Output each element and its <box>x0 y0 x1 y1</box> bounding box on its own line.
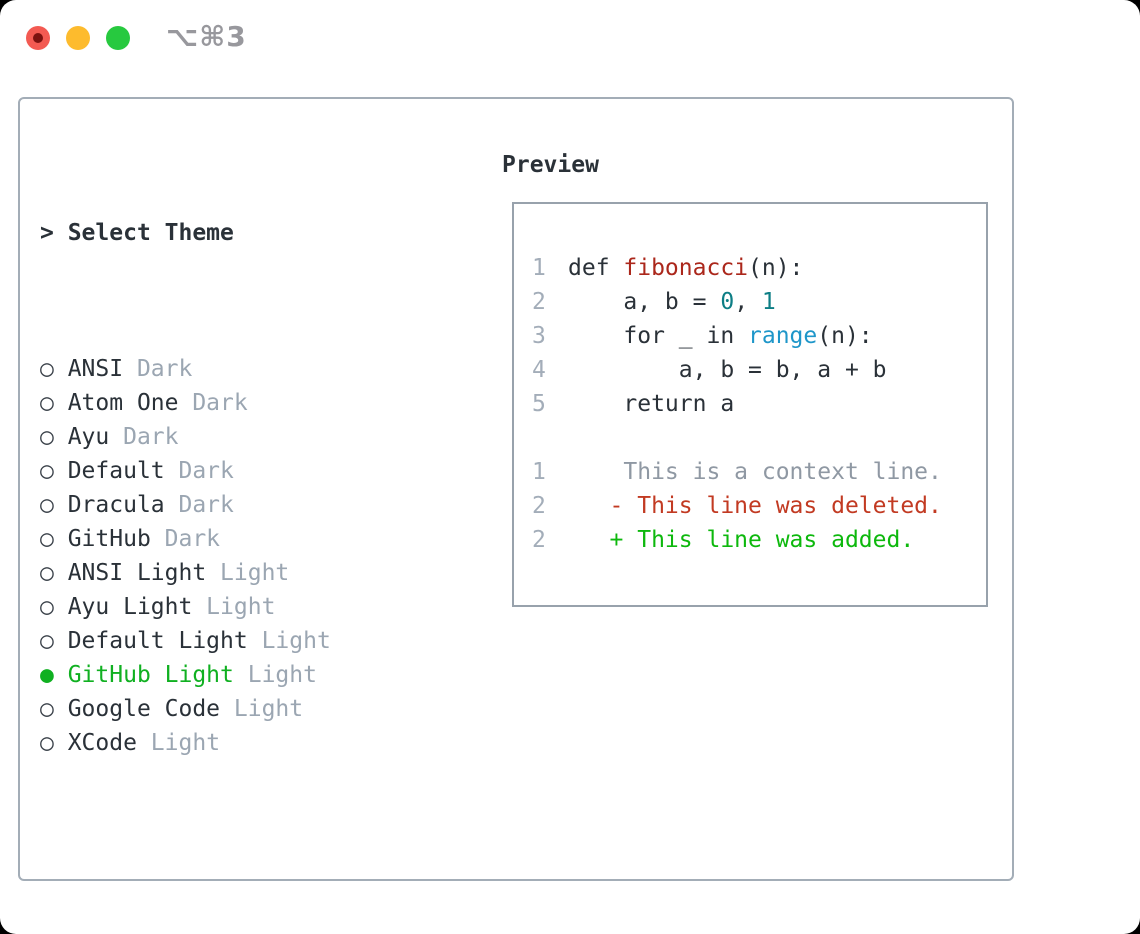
code-token: range <box>748 323 818 349</box>
theme-option-label: Default <box>67 458 165 484</box>
theme-option-label: ANSI Light <box>67 560 207 586</box>
theme-variant-label: Light <box>247 628 331 654</box>
theme-option[interactable]: ○ Dracula Dark <box>40 488 480 522</box>
code-token: (n): <box>748 255 804 281</box>
line-number: 1 <box>532 255 546 281</box>
line-number: 2 <box>532 493 546 519</box>
line-number: 2 <box>532 289 546 315</box>
radio-unselected-icon: ○ <box>40 594 68 620</box>
radio-selected-icon: ● <box>40 662 68 688</box>
theme-variant-label: Light <box>233 662 317 688</box>
code-token: 0 <box>720 289 735 315</box>
code-token: , <box>734 289 762 315</box>
minimize-button[interactable] <box>66 26 90 50</box>
traffic-lights <box>26 26 130 50</box>
code-line: 2 a, b = 0, 1 <box>532 285 986 319</box>
code-line <box>532 421 986 455</box>
code-token: def <box>568 255 624 281</box>
code-token: for _ in <box>568 323 749 349</box>
code-token: a, b = b, a + b <box>568 357 887 383</box>
code-token: fibonacci <box>623 255 749 281</box>
radio-unselected-icon: ○ <box>40 356 68 382</box>
prompt-arrow-icon: > <box>40 220 68 246</box>
theme-option[interactable]: ○ GitHub Dark <box>40 522 480 556</box>
theme-option-label: XCode <box>67 730 137 756</box>
code-line: 1 def fibonacci(n): <box>532 251 986 285</box>
theme-variant-label: Light <box>220 696 304 722</box>
theme-variant-label: Light <box>206 560 290 586</box>
radio-unselected-icon: ○ <box>40 492 68 518</box>
theme-variant-label: Dark <box>123 356 193 382</box>
radio-unselected-icon: ○ <box>40 526 68 552</box>
theme-option-label: GitHub Light <box>67 662 234 688</box>
line-number: 3 <box>532 323 546 349</box>
line-number: 4 <box>532 357 546 383</box>
preview-header: Preview <box>502 152 599 178</box>
theme-selector-column: > Select Theme ○ ANSI Dark○ Atom One Dar… <box>40 148 480 934</box>
theme-variant-label: Light <box>192 594 276 620</box>
title-bar: ⌥⌘3 <box>0 0 1140 76</box>
theme-option[interactable]: ○ Ayu Light Light <box>40 590 480 624</box>
code-token: a, b = <box>568 289 721 315</box>
theme-picker-panel: > Select Theme ○ ANSI Dark○ Atom One Dar… <box>18 97 1014 881</box>
theme-variant-label: Dark <box>109 424 179 450</box>
radio-unselected-icon: ○ <box>40 390 68 416</box>
theme-variant-label: Dark <box>178 390 248 416</box>
radio-unselected-icon: ○ <box>40 458 68 484</box>
code-line: 5 return a <box>532 387 986 421</box>
theme-variant-label: Dark <box>164 492 234 518</box>
radio-unselected-icon: ○ <box>40 696 68 722</box>
code-token: This is a context line. <box>568 459 942 485</box>
radio-unselected-icon: ○ <box>40 424 68 450</box>
radio-unselected-icon: ○ <box>40 730 68 756</box>
code-token: 1 <box>761 289 776 315</box>
theme-option-label: Ayu Light <box>67 594 193 620</box>
code-line: 4 a, b = b, a + b <box>532 353 986 387</box>
close-button[interactable] <box>26 26 50 50</box>
theme-variant-label: Dark <box>164 458 234 484</box>
theme-option[interactable]: ● GitHub Light Light <box>40 658 480 692</box>
code-line: 3 for _ in range(n): <box>532 319 986 353</box>
select-theme-header-label: Select Theme <box>67 220 234 246</box>
theme-option-label: GitHub <box>67 526 151 552</box>
theme-option[interactable]: ○ Default Dark <box>40 454 480 488</box>
theme-option-label: Atom One <box>67 390 179 416</box>
code-token: + This line was added. <box>568 527 915 553</box>
theme-option[interactable]: ○ ANSI Light Light <box>40 556 480 590</box>
theme-option[interactable]: ○ Ayu Dark <box>40 420 480 454</box>
theme-option-label: Dracula <box>67 492 165 518</box>
theme-variant-label: Light <box>136 730 221 756</box>
line-number: 1 <box>532 459 546 485</box>
radio-unselected-icon: ○ <box>40 560 68 586</box>
theme-option[interactable]: ○ Google Code Light <box>40 692 480 726</box>
line-number: 2 <box>532 527 546 553</box>
theme-list: ○ ANSI Dark○ Atom One Dark○ Ayu Dark○ De… <box>40 352 480 760</box>
code-token: return a <box>568 391 735 417</box>
code-line: 2 + This line was added. <box>532 523 986 557</box>
code-line: 1 This is a context line. <box>532 455 986 489</box>
theme-option[interactable]: ○ Default Light Light <box>40 624 480 658</box>
theme-option[interactable]: ○ XCode Light <box>40 726 480 760</box>
spacer <box>40 862 480 896</box>
radio-unselected-icon: ○ <box>40 628 68 654</box>
theme-option[interactable]: ○ ANSI Dark <box>40 352 480 386</box>
line-number: 5 <box>532 391 546 417</box>
theme-option-label: Google Code <box>67 696 221 722</box>
theme-option-label: ANSI <box>67 356 124 382</box>
code-token: - This line was deleted. <box>568 493 942 519</box>
select-theme-header: > Select Theme <box>40 216 480 250</box>
window-title: ⌥⌘3 <box>166 20 247 53</box>
theme-variant-label: Dark <box>150 526 221 552</box>
zoom-button[interactable] <box>106 26 130 50</box>
theme-option-label: Ayu <box>67 424 110 450</box>
theme-option[interactable]: ○ Atom One Dark <box>40 386 480 420</box>
theme-option-label: Default Light <box>67 628 248 654</box>
code-token: (n): <box>817 323 873 349</box>
code-line: 2 - This line was deleted. <box>532 489 986 523</box>
